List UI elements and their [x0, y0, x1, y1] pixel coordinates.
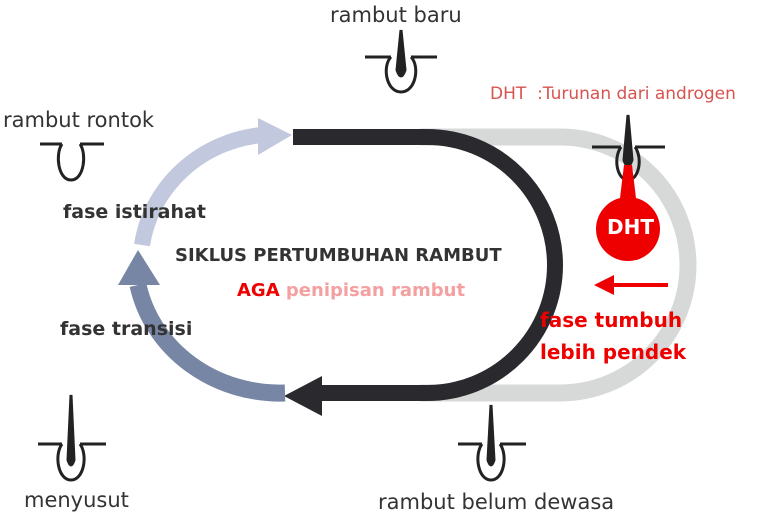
rest-arrowhead: [258, 118, 292, 155]
dht-note: DHT :Turunan dari androgen: [490, 84, 736, 104]
phase-rest: fase istirahat: [63, 201, 206, 223]
growth-phase-arrow: [293, 129, 563, 401]
dht-circle: [596, 197, 660, 261]
growth-arrowhead: [284, 376, 322, 416]
transition-phase-arrow: [129, 283, 286, 402]
dht-note-text: :Turunan dari androgen: [537, 84, 736, 104]
phase-growth-short-1: fase tumbuh: [540, 308, 683, 332]
phase-growth-short-2: lebih pendek: [540, 340, 687, 364]
dht-badge: DHT: [607, 215, 654, 239]
stage-shrinking: menyusut: [24, 488, 129, 512]
shedding-hair-icon: [40, 142, 104, 182]
phase-transition: fase transisi: [60, 318, 193, 340]
new-hair-icon: [365, 29, 437, 94]
immature-hair-icon: [458, 404, 526, 482]
dht-drop: [620, 165, 636, 198]
shrinking-hair-icon: [38, 394, 106, 482]
diagram-subtitle: AGA penipisan rambut: [237, 280, 465, 301]
transition-arrowhead: [118, 250, 160, 285]
diagram-title: SIKLUS PERTUMBUHAN RAMBUT: [175, 245, 502, 266]
aga-label: AGA: [237, 280, 280, 301]
dht-note-key: DHT: [490, 84, 527, 104]
stage-new-hair: rambut baru: [330, 3, 462, 27]
rest-phase-arrow: [134, 127, 263, 247]
shortening-arrowhead: [594, 275, 614, 295]
thinning-label: penipisan rambut: [285, 280, 466, 301]
stage-shedding: rambut rontok: [3, 108, 155, 132]
stage-immature: rambut belum dewasa: [378, 490, 615, 514]
